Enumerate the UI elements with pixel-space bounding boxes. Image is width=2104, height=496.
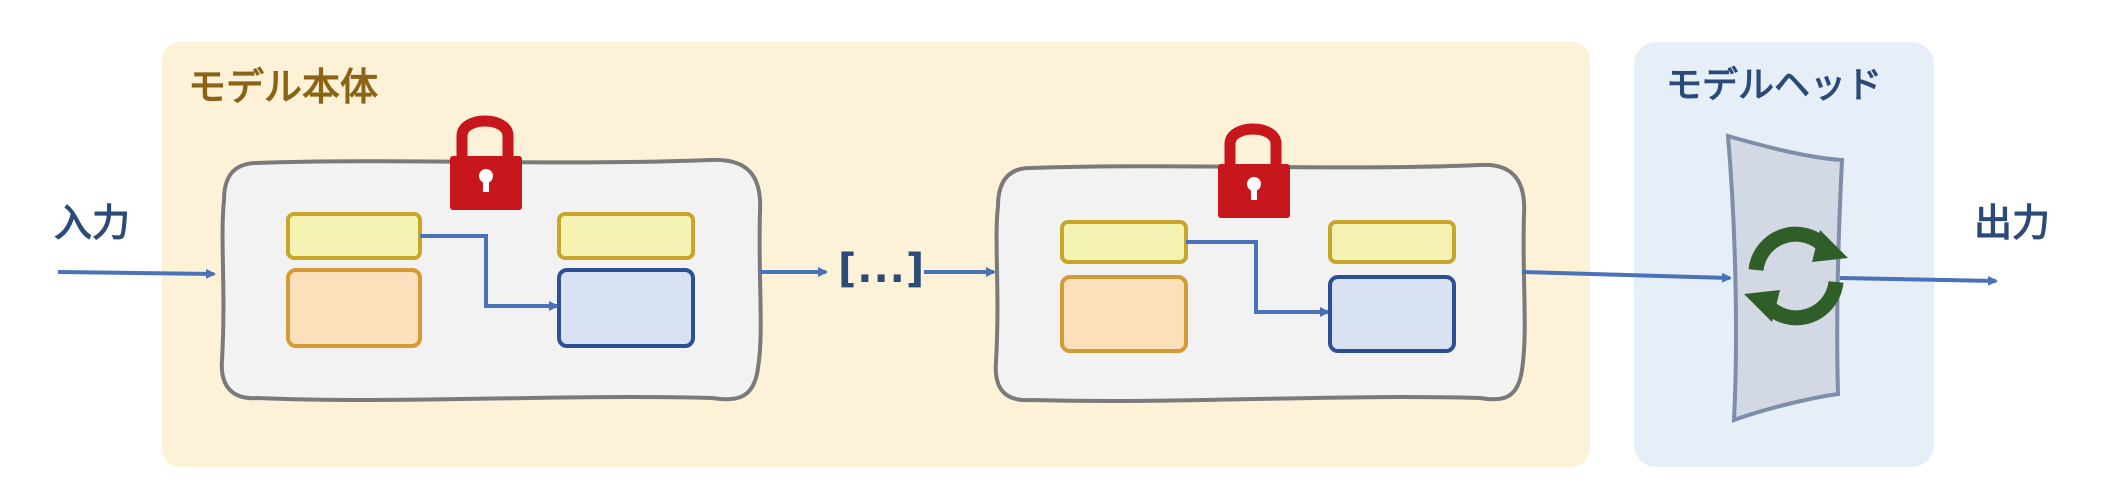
lock-icon bbox=[1218, 123, 1290, 218]
ellipsis-label: [...] bbox=[838, 246, 926, 292]
model-head-title: モデルヘッド bbox=[1666, 65, 1883, 106]
layer-block-1 bbox=[219, 157, 763, 402]
yellow-sublayer bbox=[557, 212, 695, 260]
model-head-layer bbox=[1725, 133, 1845, 423]
yellow-sublayer bbox=[286, 212, 422, 260]
output-label: 出力 bbox=[1974, 201, 2051, 245]
refresh-icon bbox=[1744, 226, 1848, 326]
connector-arrow bbox=[1186, 240, 1330, 317]
lock-icon bbox=[450, 115, 522, 210]
model-body-title: モデル本体 bbox=[188, 65, 379, 109]
orange-sublayer bbox=[286, 268, 422, 348]
yellow-sublayer bbox=[1328, 220, 1456, 264]
blue-sublayer bbox=[1328, 275, 1456, 353]
layer-block-2 bbox=[993, 162, 1527, 403]
input-label: 入力 bbox=[54, 201, 131, 245]
connector-arrow bbox=[420, 234, 559, 311]
orange-sublayer bbox=[1060, 275, 1188, 353]
yellow-sublayer bbox=[1060, 220, 1188, 264]
blue-sublayer bbox=[557, 268, 695, 348]
output-arrow bbox=[1839, 275, 1998, 286]
flow-arrow bbox=[1521, 270, 1732, 283]
input-arrow bbox=[57, 268, 216, 279]
